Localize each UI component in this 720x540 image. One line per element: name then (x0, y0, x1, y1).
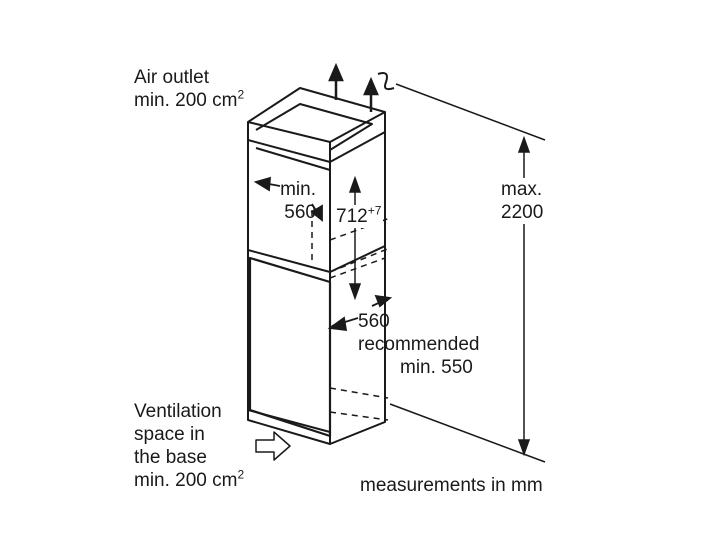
depth-arrow-right (374, 294, 393, 308)
niche-height-tolerance: +7 (367, 203, 382, 218)
vent-line3: the base (134, 447, 207, 468)
air-outlet-exponent: 2 (237, 87, 245, 102)
width-arrow-right (310, 204, 323, 222)
max-height-ext-bottom (389, 403, 546, 463)
inner-top-shelf (247, 131, 386, 163)
cabinet-right-side (329, 112, 386, 445)
vent-line1: Ventilation (134, 401, 222, 422)
dashed-niche-low (329, 257, 386, 279)
depth-value: 560 (358, 311, 390, 332)
cabinet-top (247, 87, 386, 143)
max-height-arrow-top (517, 135, 531, 153)
niche-height-arrow-bottom (348, 283, 362, 301)
vent-exponent: 2 (237, 467, 245, 482)
air-outlet-label: Air outlet min. 200 cm2 (134, 66, 244, 112)
cabinet-front-outline (247, 122, 331, 445)
vent-line2: space in (134, 424, 205, 445)
air-outlet-line2: min. 200 cm (134, 90, 238, 111)
depth-arrow-left (327, 316, 348, 332)
width-min-line2: 560 (284, 202, 316, 223)
ventilation-arrow (255, 431, 291, 461)
air-outlet-line1: Air outlet (134, 67, 209, 88)
units-note: measurements in mm (360, 475, 543, 496)
width-arrow-left (253, 176, 272, 192)
max-height-label: max. 2200 (498, 178, 547, 224)
ventilation-label: Ventilation space in the base min. 200 c… (134, 400, 244, 492)
dashed-base-bottom (329, 411, 389, 421)
width-min-label: min. 560 (276, 178, 316, 224)
max-height-line2: 2200 (501, 202, 544, 223)
max-height-line1: max. (501, 179, 543, 200)
base-plinth (247, 409, 331, 433)
niche-height-arrow-top (348, 175, 362, 193)
inner-top-frame (255, 103, 373, 151)
max-height-arrow-bottom (517, 439, 531, 457)
depth-label: 560 recommended min. 550 (358, 310, 479, 379)
vent-line4: min. 200 cm (134, 470, 238, 491)
appliance-door (248, 256, 332, 438)
air-outlet-arrowhead-2 (363, 76, 379, 96)
depth-rec-line2: min. 550 (400, 357, 473, 378)
depth-rec-line1: recommended (358, 334, 480, 355)
break-mark (377, 72, 395, 91)
air-outlet-arrowhead-1 (328, 62, 344, 82)
niche-height-value: 712 (336, 206, 368, 227)
niche-height-label: 712+7 (334, 203, 384, 228)
inner-shelf-2 (255, 147, 331, 171)
dashed-base-top (329, 387, 389, 399)
width-min-line1: min. (280, 179, 316, 200)
max-height-ext-top (395, 83, 546, 141)
